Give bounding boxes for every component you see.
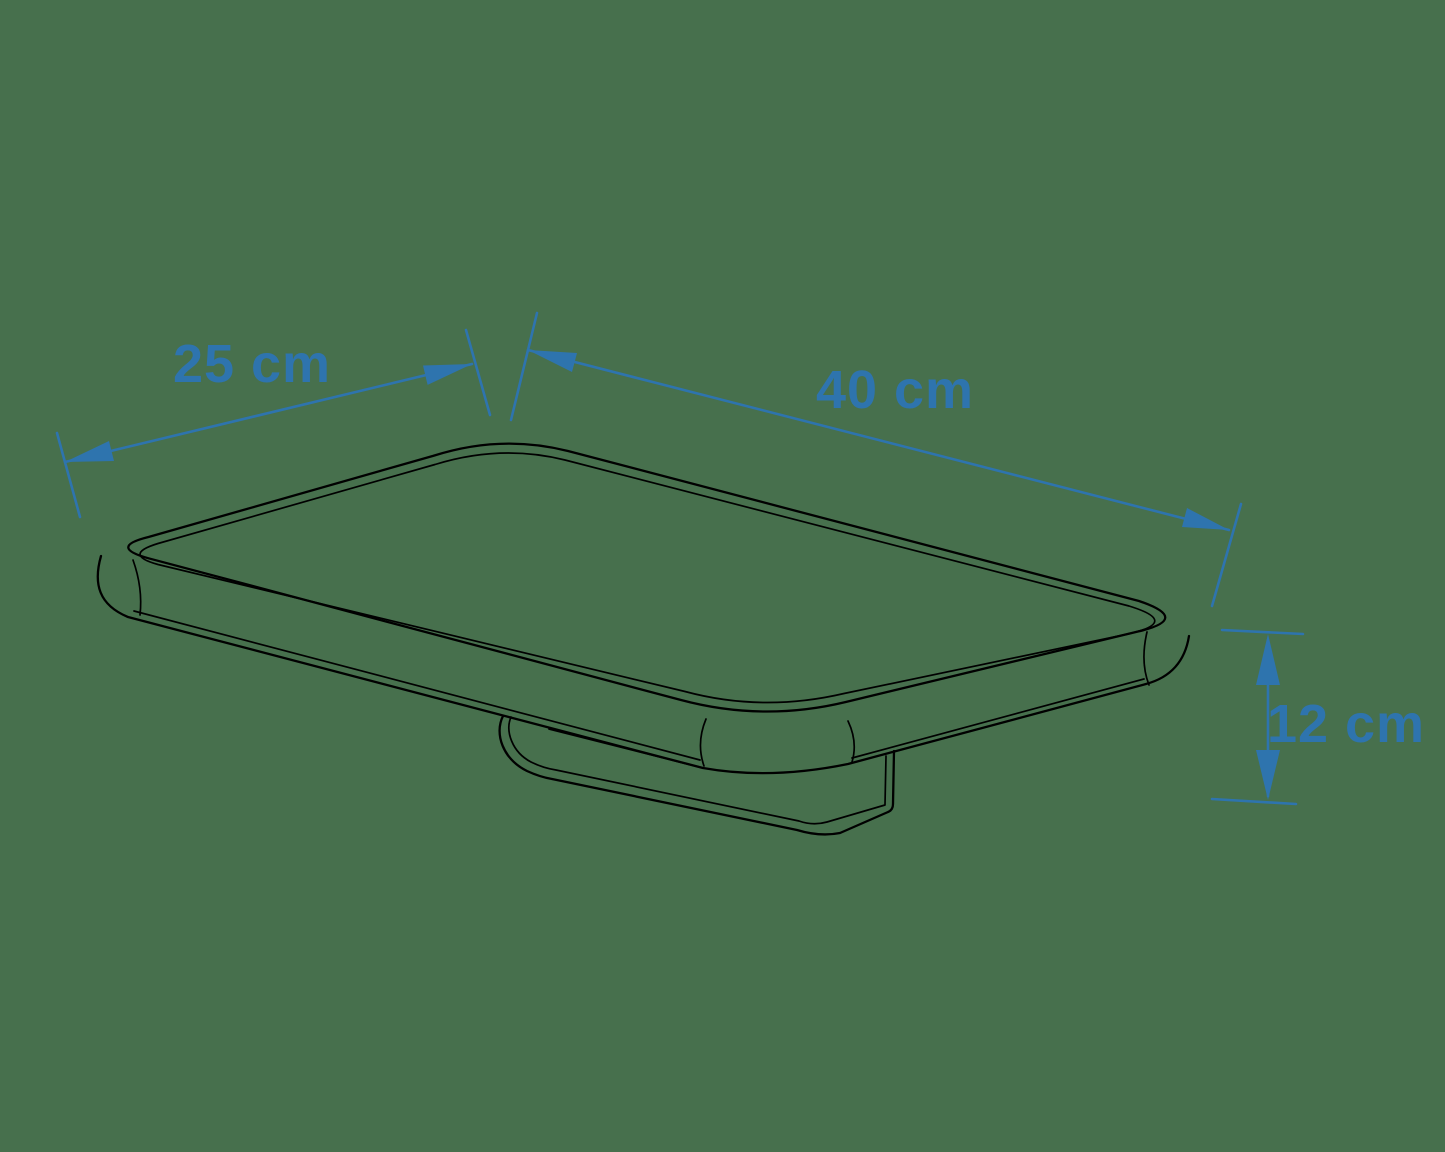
extension-line [1210,502,1243,608]
corner-crease-front-right [847,720,856,763]
corner-crease-front-left [699,718,707,767]
dimension-width: 40 cm [509,311,1243,608]
dimension-line [526,348,1231,532]
dimension-label-width: 40 cm [816,360,974,420]
dimension-height: 12 cm [1210,628,1425,806]
shelf-top-face-outline [127,442,1167,713]
extension-line [1220,628,1305,636]
dimension-depth: 25 cm [55,328,492,519]
wall-bracket-top-edge [548,728,704,769]
wall-bracket [498,714,896,836]
wall-bracket-inner-line [508,716,887,825]
arrowhead-icon [423,364,472,385]
extension-line [1210,797,1298,806]
shelf-wall-bottom-inner-line-left [133,610,701,761]
arrowhead-icon [528,350,577,372]
shelf-side-wall-bottom-edge [96,554,1191,775]
wall-bracket-outline [498,714,896,836]
dimension-label-depth: 25 cm [173,334,331,394]
arrowhead-icon [65,441,114,462]
shelf-wall-bottom-inner-line-right [851,678,1145,759]
extension-line [55,431,82,519]
arrowhead-icon [1256,750,1280,800]
shelf-body [96,442,1191,775]
dimension-line [63,362,474,464]
arrowhead-icon [1256,634,1280,685]
shelf-top-face-inner-line [139,452,1156,704]
arrowhead-icon [1182,508,1229,530]
dimension-label-height: 12 cm [1267,694,1425,754]
corner-crease-left [132,559,142,616]
extension-line [509,311,539,422]
corner-crease-right [1143,631,1150,686]
extension-line [464,328,492,417]
